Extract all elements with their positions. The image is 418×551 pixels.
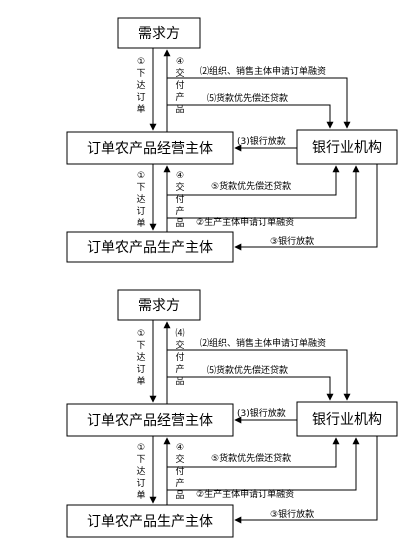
edge-label-bank-loan-prod: ③银行放款: [270, 508, 314, 520]
svg-text:下: 下: [136, 455, 145, 465]
svg-text:交: 交: [175, 67, 184, 79]
edge-label-deliver-top: ④ 交 付 产 品: [175, 57, 184, 115]
svg-text:单: 单: [136, 217, 145, 229]
svg-text:产: 产: [175, 205, 184, 217]
svg-text:⑷: ⑷: [175, 327, 184, 339]
svg-text:付: 付: [175, 80, 184, 91]
node-bank-label: 银行业机构: [312, 140, 382, 156]
svg-text:达: 达: [136, 79, 145, 91]
svg-text:订: 订: [136, 364, 145, 375]
edge-repay-bottom: [167, 165, 340, 196]
svg-text:单: 单: [136, 103, 145, 115]
node-demand-box: [117, 289, 201, 321]
edge-label-bank-loan-op: (3)银行放款: [237, 407, 286, 419]
node-demand-box: [117, 17, 201, 49]
svg-text:下: 下: [136, 341, 145, 351]
edge-op-apply-finance: [167, 349, 351, 401]
svg-text:单: 单: [136, 375, 145, 387]
svg-text:④: ④: [176, 443, 184, 453]
node-producer-label: 订单农产品生产主体: [87, 240, 213, 256]
svg-text:④: ④: [176, 171, 184, 181]
diagram-1: 需求方 订单农产品经营主体 银行业机构 订单农产品生产主体 ① 下 达 订 单 …: [66, 17, 398, 263]
edge-label-place-order-top: ① 下 达 订 单: [136, 57, 145, 115]
svg-text:付: 付: [175, 194, 184, 205]
edge-prod-apply-finance: [167, 165, 360, 219]
edge-repay-top: [167, 376, 334, 401]
node-bank-box: [296, 129, 398, 165]
svg-text:达: 达: [136, 351, 145, 363]
svg-text:品: 品: [175, 376, 184, 387]
svg-text:下: 下: [136, 69, 145, 79]
svg-text:下: 下: [136, 183, 145, 193]
edge-label-prod-apply-finance: ②生产主体申请订单融资: [196, 216, 294, 228]
svg-text:产: 产: [175, 363, 184, 375]
svg-text:单: 单: [136, 489, 145, 501]
edge-repay-bottom: [167, 437, 340, 468]
svg-text:付: 付: [175, 352, 184, 363]
svg-text:①: ①: [137, 329, 145, 339]
svg-text:达: 达: [136, 193, 145, 205]
edge-label-deliver-bottom: ④ 交 付 产 品: [175, 171, 184, 229]
edge-label-repay-bottom: ⑤货款优先偿还贷款: [211, 452, 291, 464]
svg-text:订: 订: [136, 206, 145, 217]
svg-text:产: 产: [175, 91, 184, 103]
svg-text:④: ④: [176, 57, 184, 67]
svg-text:①: ①: [137, 171, 145, 181]
edge-label-repay-top: ⑸货款优先偿还贷款: [207, 364, 288, 376]
edge-label-place-order-top: ① 下 达 订 单: [136, 329, 145, 387]
svg-text:①: ①: [137, 57, 145, 67]
node-producer-box: [66, 504, 234, 538]
edge-bank-loan-prod: [234, 164, 378, 251]
node-operator-box: [66, 131, 234, 165]
svg-text:交: 交: [175, 453, 184, 465]
edge-label-op-apply-finance: ⑵组织、销售主体申请订单融资: [200, 65, 326, 77]
svg-text:订: 订: [136, 478, 145, 489]
svg-text:品: 品: [175, 104, 184, 115]
edge-label-place-order-bottom: ① 下 达 订 单: [136, 443, 145, 501]
diagram-2: 需求方 订单农产品经营主体 银行业机构 订单农产品生产主体 ① 下 达 订 单 …: [66, 289, 398, 538]
node-operator-label: 订单农产品经营主体: [87, 413, 213, 429]
node-operator-box: [66, 403, 234, 437]
node-producer-label: 订单农产品生产主体: [87, 514, 213, 530]
edge-label-deliver-top: ⑷ 交 付 产 品: [175, 327, 184, 387]
edge-op-apply-finance: [167, 77, 351, 129]
svg-text:品: 品: [175, 490, 184, 501]
edge-label-prod-apply-finance: ②生产主体申请订单融资: [196, 488, 294, 500]
node-demand-label: 需求方: [138, 298, 180, 314]
edge-bank-loan-prod: [234, 436, 378, 524]
svg-text:订: 订: [136, 92, 145, 103]
node-producer-box: [66, 231, 234, 263]
edge-label-bank-loan-prod: ③银行放款: [270, 235, 314, 247]
edge-label-op-apply-finance: ⑵组织、销售主体申请订单融资: [200, 337, 326, 349]
node-bank-label: 银行业机构: [312, 412, 382, 428]
svg-text:交: 交: [175, 339, 184, 351]
edge-label-bank-loan-op: (3)银行放款: [237, 135, 286, 147]
svg-text:交: 交: [175, 181, 184, 193]
edge-prod-apply-finance: [167, 437, 360, 491]
node-bank-box: [296, 401, 398, 437]
edge-repay-top: [167, 104, 334, 129]
svg-text:产: 产: [175, 477, 184, 489]
svg-text:①: ①: [137, 443, 145, 453]
edge-label-repay-bottom: ⑤货款优先偿还贷款: [211, 180, 291, 192]
edge-label-place-order-bottom: ① 下 达 订 单: [136, 171, 145, 229]
svg-text:付: 付: [175, 466, 184, 477]
svg-text:达: 达: [136, 465, 145, 477]
svg-text:品: 品: [175, 218, 184, 229]
node-operator-label: 订单农产品经营主体: [87, 141, 213, 157]
node-demand-label: 需求方: [138, 26, 180, 42]
edge-label-repay-top: ⑸货款优先偿还贷款: [207, 92, 288, 104]
edge-label-deliver-bottom: ④ 交 付 产 品: [175, 443, 184, 501]
